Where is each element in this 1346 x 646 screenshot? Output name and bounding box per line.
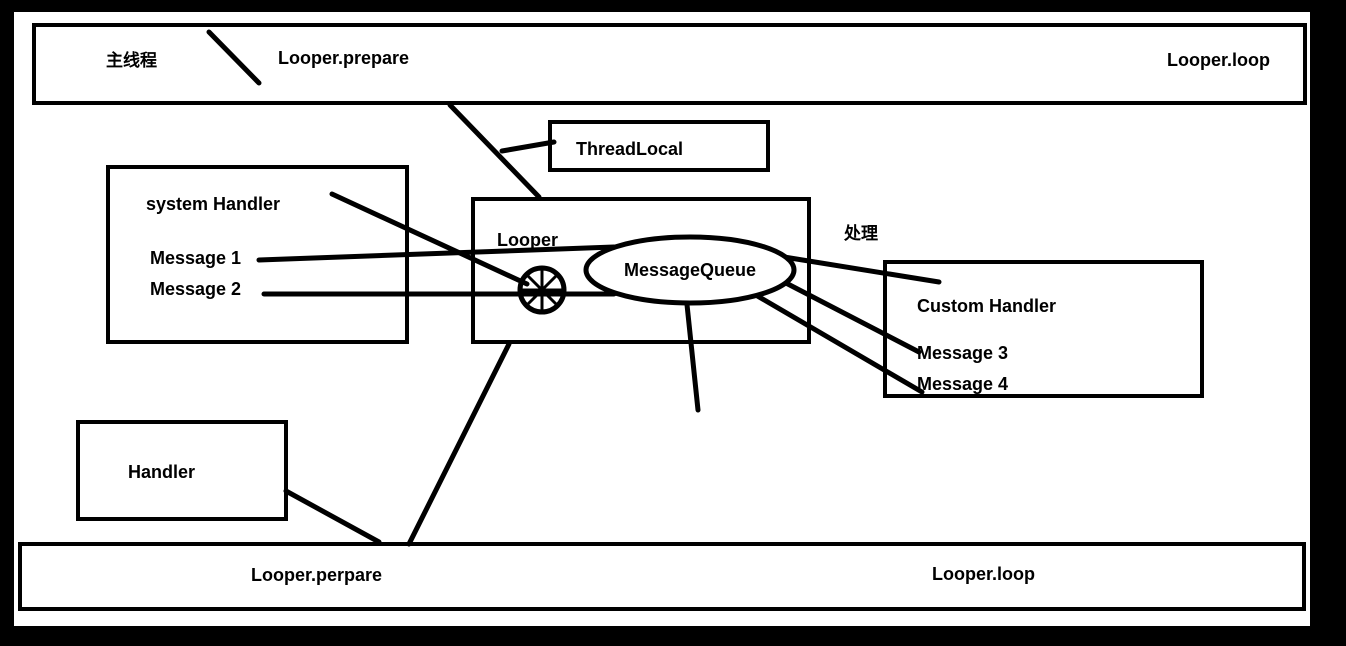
main-thread-loop-label: Looper.loop xyxy=(1167,50,1270,70)
main-thread-box xyxy=(32,23,1307,105)
custom-handler-message-3: Message 3 xyxy=(917,343,1009,363)
worker-thread-box xyxy=(18,542,1306,611)
main-thread-slash xyxy=(206,29,262,86)
custom-handler-message-4: Message 4 xyxy=(917,374,1009,394)
looper-to-worker-line xyxy=(406,341,512,547)
system-handler-message-2: Message 2 xyxy=(150,279,242,299)
handler-to-worker-line xyxy=(283,488,382,545)
process-label: 处理 xyxy=(844,224,878,244)
main-thread-prepare-label: Looper.prepare xyxy=(278,48,410,68)
system-handler-title: system Handler xyxy=(146,194,281,214)
threadlocal-connector xyxy=(499,139,557,154)
looper-label: Looper xyxy=(497,230,558,250)
looper-box xyxy=(471,197,811,344)
queue-drop-line xyxy=(683,292,701,413)
queue-to-message3-line xyxy=(781,279,922,355)
worker-thread-loop-label: Looper.loop xyxy=(932,564,1035,584)
handler-box xyxy=(76,420,288,521)
main-thread-to-looper-line xyxy=(447,102,542,200)
custom-handler-title: Custom Handler xyxy=(917,296,1057,316)
thread-local-box xyxy=(548,120,770,172)
message1-line xyxy=(256,244,617,263)
dispatch-wheel-icon xyxy=(517,265,567,315)
custom-handler-box xyxy=(883,260,1204,398)
connector-layer xyxy=(206,29,942,547)
worker-thread-prepare-label: Looper.perpare xyxy=(251,565,383,585)
system-handler-message-1: Message 1 xyxy=(150,248,242,268)
thread-local-label: ThreadLocal xyxy=(576,139,684,159)
diagram-canvas: 主线程 Looper.prepare Looper.loop ThreadLoc… xyxy=(14,12,1310,626)
queue-to-message4-line xyxy=(751,291,925,395)
message-queue-label: MessageQueue xyxy=(624,260,757,280)
system-handler-box xyxy=(106,165,409,344)
handler-title: Handler xyxy=(128,462,196,482)
message-queue-ellipse xyxy=(583,234,797,306)
system-handler-to-wheel-line xyxy=(329,191,530,287)
main-thread-title: 主线程 xyxy=(106,51,157,71)
